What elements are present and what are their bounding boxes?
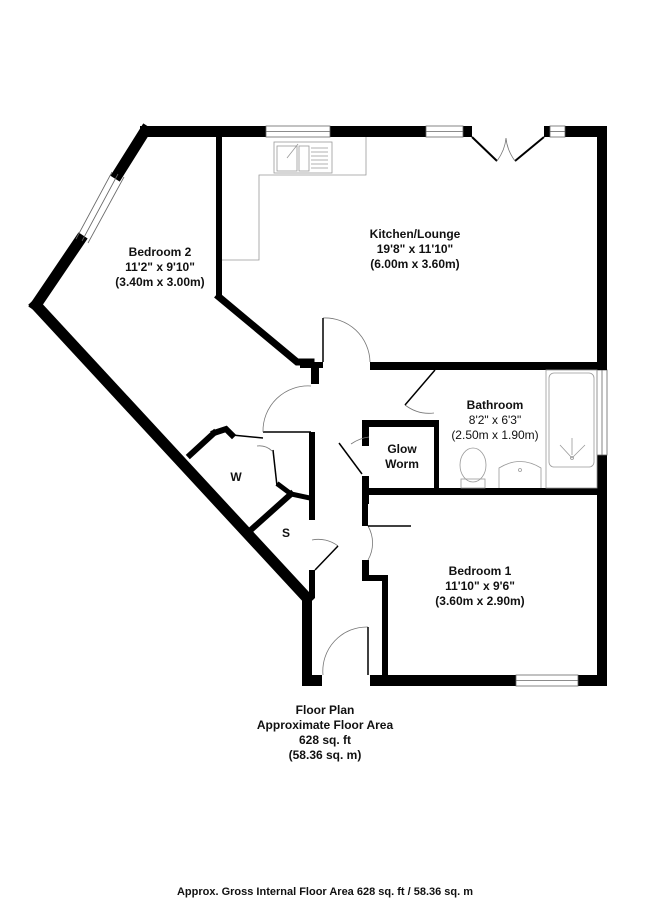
thin-walls [231, 431, 311, 487]
angled-walls [28, 123, 315, 606]
door-leaves [314, 318, 436, 675]
bedroom2-label: Bedroom 2 11'2" x 9'10" (3.40m x 3.00m) [95, 245, 225, 290]
diagonal-walls [185, 292, 315, 533]
bedroom2-window [75, 171, 125, 244]
bedroom2-name: Bedroom 2 [128, 245, 192, 259]
glowworm-label: Glow Worm [370, 442, 434, 472]
bedroom1-label: Bedroom 1 11'10" x 9'6" (3.60m x 2.90m) [400, 564, 560, 609]
storage-label: S [281, 526, 290, 540]
bedroom2-imperial: 11'2" x 9'10" [125, 260, 195, 274]
bathroom-fixtures [459, 369, 598, 489]
floor-area-summary: Floor Plan Approximate Floor Area 628 sq… [225, 703, 425, 763]
walls [140, 126, 607, 686]
bedroom2-metric: (3.40m x 3.00m) [115, 275, 205, 289]
bathroom-label: Bathroom 8'2" x 6'3" (2.50m x 1.90m) [435, 398, 555, 443]
footer-area-note: Approx. Gross Internal Floor Area 628 sq… [176, 886, 474, 898]
bedroom1-imperial: 11'10" x 9'6" [445, 579, 515, 593]
glowworm-line2: Worm [385, 457, 419, 471]
top-windows [265, 125, 608, 687]
kitchen-name: Kitchen/Lounge [369, 227, 461, 241]
bedroom1-name: Bedroom 1 [448, 564, 512, 578]
bathroom-name: Bathroom [466, 398, 524, 412]
summary-subtitle: Approximate Floor Area [256, 718, 394, 732]
summary-sqm: (58.36 sq. m) [288, 748, 362, 762]
bathroom-imperial: 8'2" x 6'3" [468, 413, 522, 427]
bathroom-metric: (2.50m x 1.90m) [451, 428, 539, 442]
kitchen-metric: (6.00m x 3.60m) [370, 257, 460, 271]
french-doors [471, 136, 545, 162]
kitchen-imperial: 19'8" x 11'10" [376, 242, 454, 256]
kitchen-label: Kitchen/Lounge 19'8" x 11'10" (6.00m x 3… [340, 227, 490, 272]
summary-title: Floor Plan [295, 703, 355, 717]
summary-sqft: 628 sq. ft [298, 733, 352, 747]
bedroom1-metric: (3.60m x 2.90m) [435, 594, 525, 608]
wardrobe-label: W [230, 470, 242, 484]
door-swings [256, 317, 435, 676]
kitchen-counter [222, 137, 367, 261]
glowworm-line1: Glow [387, 442, 417, 456]
